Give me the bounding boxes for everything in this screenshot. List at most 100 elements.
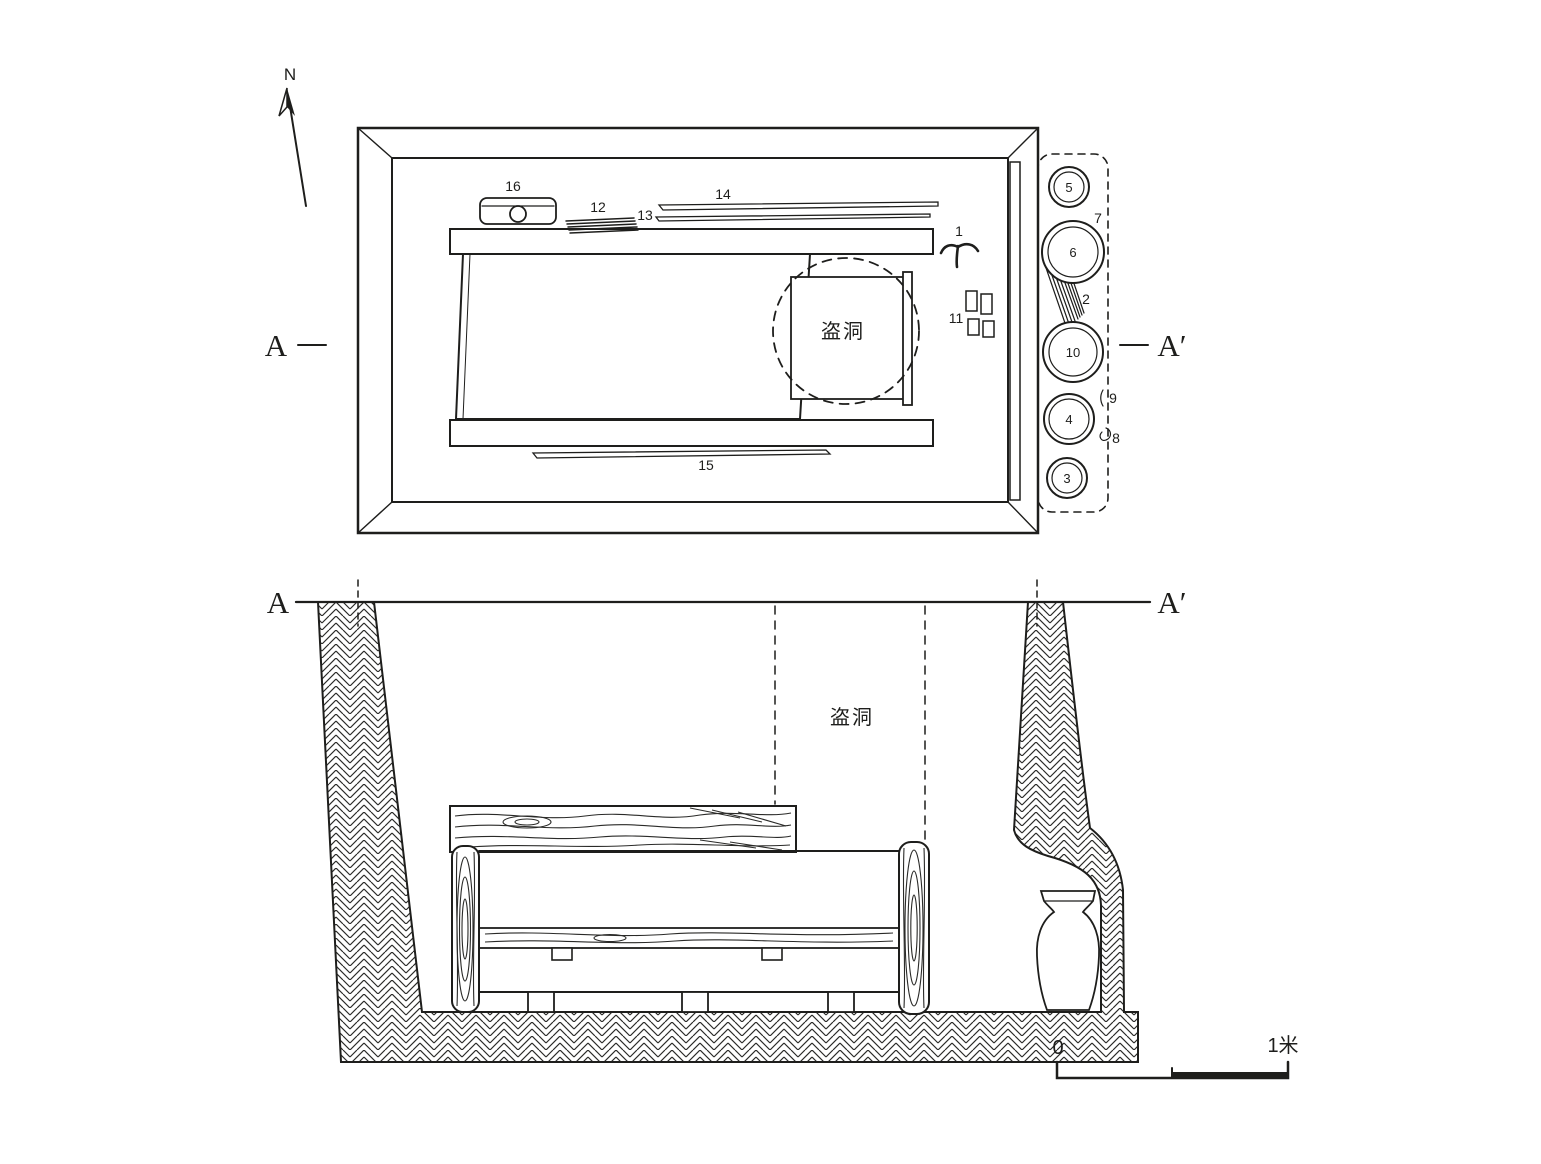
scale-zero-label: 0 (1052, 1037, 1063, 1059)
coffin-foot (761, 947, 783, 961)
vessel-3: 3 (1046, 457, 1088, 499)
artifact-11-piece (965, 290, 978, 312)
artifact-11-piece (980, 293, 993, 315)
mid-plank-outline (478, 927, 900, 949)
find-9-mark (1100, 389, 1104, 407)
robber-hole-section: 盗洞 (774, 605, 926, 842)
find-8-mark (1099, 427, 1112, 441)
scale-max-label: 1米 (1267, 1034, 1298, 1057)
section-marker-a: A (267, 585, 290, 620)
displaced-plank (902, 271, 913, 406)
chamber-south-plank (449, 419, 934, 447)
earth-section (316, 601, 1139, 1063)
scale-bar: 0 1米 (1052, 1034, 1299, 1080)
coffin-lid (454, 253, 812, 420)
robber-hole-label-section: 盗洞 (830, 706, 874, 729)
pit-inner-edge (391, 157, 1009, 503)
section-view: A A′ 盗洞 (267, 579, 1187, 1063)
vessel-5-outer (1048, 166, 1090, 208)
pit-outer-edge (356, 126, 1040, 535)
chamber-east-plank (1009, 161, 1021, 501)
displaced-lid-section (790, 276, 906, 400)
artifact-12-slips: 12 (565, 199, 639, 234)
vessel-3-inner (1051, 462, 1083, 494)
plan-artifacts: 16 12 14 13 1 (479, 178, 995, 473)
vessel-5-label: 5 (1065, 180, 1072, 195)
pottery-niche-plan: 5 7 6 2 10 9 4 8 (1037, 153, 1120, 513)
niche-pot (1036, 890, 1100, 1011)
artifact-16-box: 16 (479, 178, 557, 225)
find-2-label: 2 (1082, 291, 1090, 307)
artifact-11-label: 11 (949, 310, 964, 326)
north-arrow-head-outline (278, 87, 288, 117)
artifact-14-label: 14 (715, 186, 731, 202)
vessel-5-inner (1053, 171, 1085, 203)
pit-edge-ticks (357, 579, 1038, 627)
pot-body (1036, 890, 1100, 1011)
north-label: N (284, 65, 296, 84)
support-block (527, 991, 555, 1013)
find-8-label: 8 (1112, 430, 1120, 446)
organic-bundle (1043, 256, 1085, 327)
artifact-1-fork: 1 (939, 223, 980, 269)
vessel-3-label: 3 (1063, 471, 1070, 486)
artifact-13-shape (654, 213, 931, 222)
plan-marker-a: A (265, 328, 288, 363)
niche-dashed-outline (1037, 153, 1109, 513)
pit-corner-slopes (357, 127, 1039, 534)
vessel-6: 6 (1041, 220, 1105, 284)
coffin-end-board-right (898, 841, 930, 1015)
vessel-10: 10 (1042, 321, 1104, 383)
vessel-6-outer (1041, 220, 1105, 284)
plan-marker-a-prime: A′ (1157, 328, 1186, 363)
robber-hole-dashed-circle (772, 257, 920, 405)
vessel-4-label: 4 (1065, 412, 1072, 427)
robber-hole-label-plan: 盗洞 (821, 320, 865, 343)
vessel-6-label: 6 (1069, 245, 1076, 260)
artifact-1-shape (939, 242, 980, 269)
find-9-label: 9 (1109, 390, 1117, 406)
artifact-1-label: 1 (955, 223, 963, 239)
plan-section-markers: A A′ (265, 328, 1187, 363)
vessel-10-label: 10 (1066, 345, 1080, 360)
artifact-11-piece (982, 320, 995, 338)
artifact-12-lines (565, 217, 639, 234)
burial-chamber-plan (449, 161, 1021, 501)
artifact-13-rod: 13 (637, 207, 931, 223)
artifact-13-label: 13 (637, 207, 653, 223)
vessel-5: 5 (1048, 166, 1090, 208)
artifact-14-rod: 14 (657, 186, 939, 211)
robber-hole-plan: 盗洞 (772, 257, 920, 406)
organic-bundle-lines (1043, 256, 1085, 327)
find-7-label: 7 (1094, 210, 1102, 226)
vessel-4-outer (1043, 393, 1095, 445)
chamber-north-plank (449, 228, 934, 255)
coffin-foot (551, 947, 573, 961)
artifact-15-shape (531, 449, 832, 459)
coffin-end-board-left (451, 845, 480, 1013)
vessel-3-outer (1046, 457, 1088, 499)
coffin-top-plank (449, 805, 797, 853)
section-marker-a-prime: A′ (1157, 585, 1186, 620)
scale-bar-fill-segment (1172, 1072, 1288, 1078)
coffin-mid-plank (478, 927, 900, 949)
artifact-12-label: 12 (590, 199, 606, 215)
coffin-section (449, 805, 930, 1015)
vessel-4-inner (1048, 398, 1090, 440)
artifact-16-outline (479, 197, 557, 225)
support-block (827, 991, 855, 1013)
north-arrow-head-fill (287, 88, 295, 116)
artifact-15-lath: 15 (531, 449, 832, 473)
artifact-11-plaques: 11 (949, 290, 995, 338)
artifact-11-piece (967, 318, 980, 336)
north-arrow: N (278, 65, 307, 207)
north-arrow-line (288, 99, 307, 207)
support-block (681, 991, 709, 1013)
artifact-14-shape (657, 201, 939, 211)
vessel-10-outer (1042, 321, 1104, 383)
vessel-6-inner (1047, 226, 1099, 278)
artifact-16-label: 16 (505, 178, 521, 194)
wood-grain-top (454, 807, 792, 851)
